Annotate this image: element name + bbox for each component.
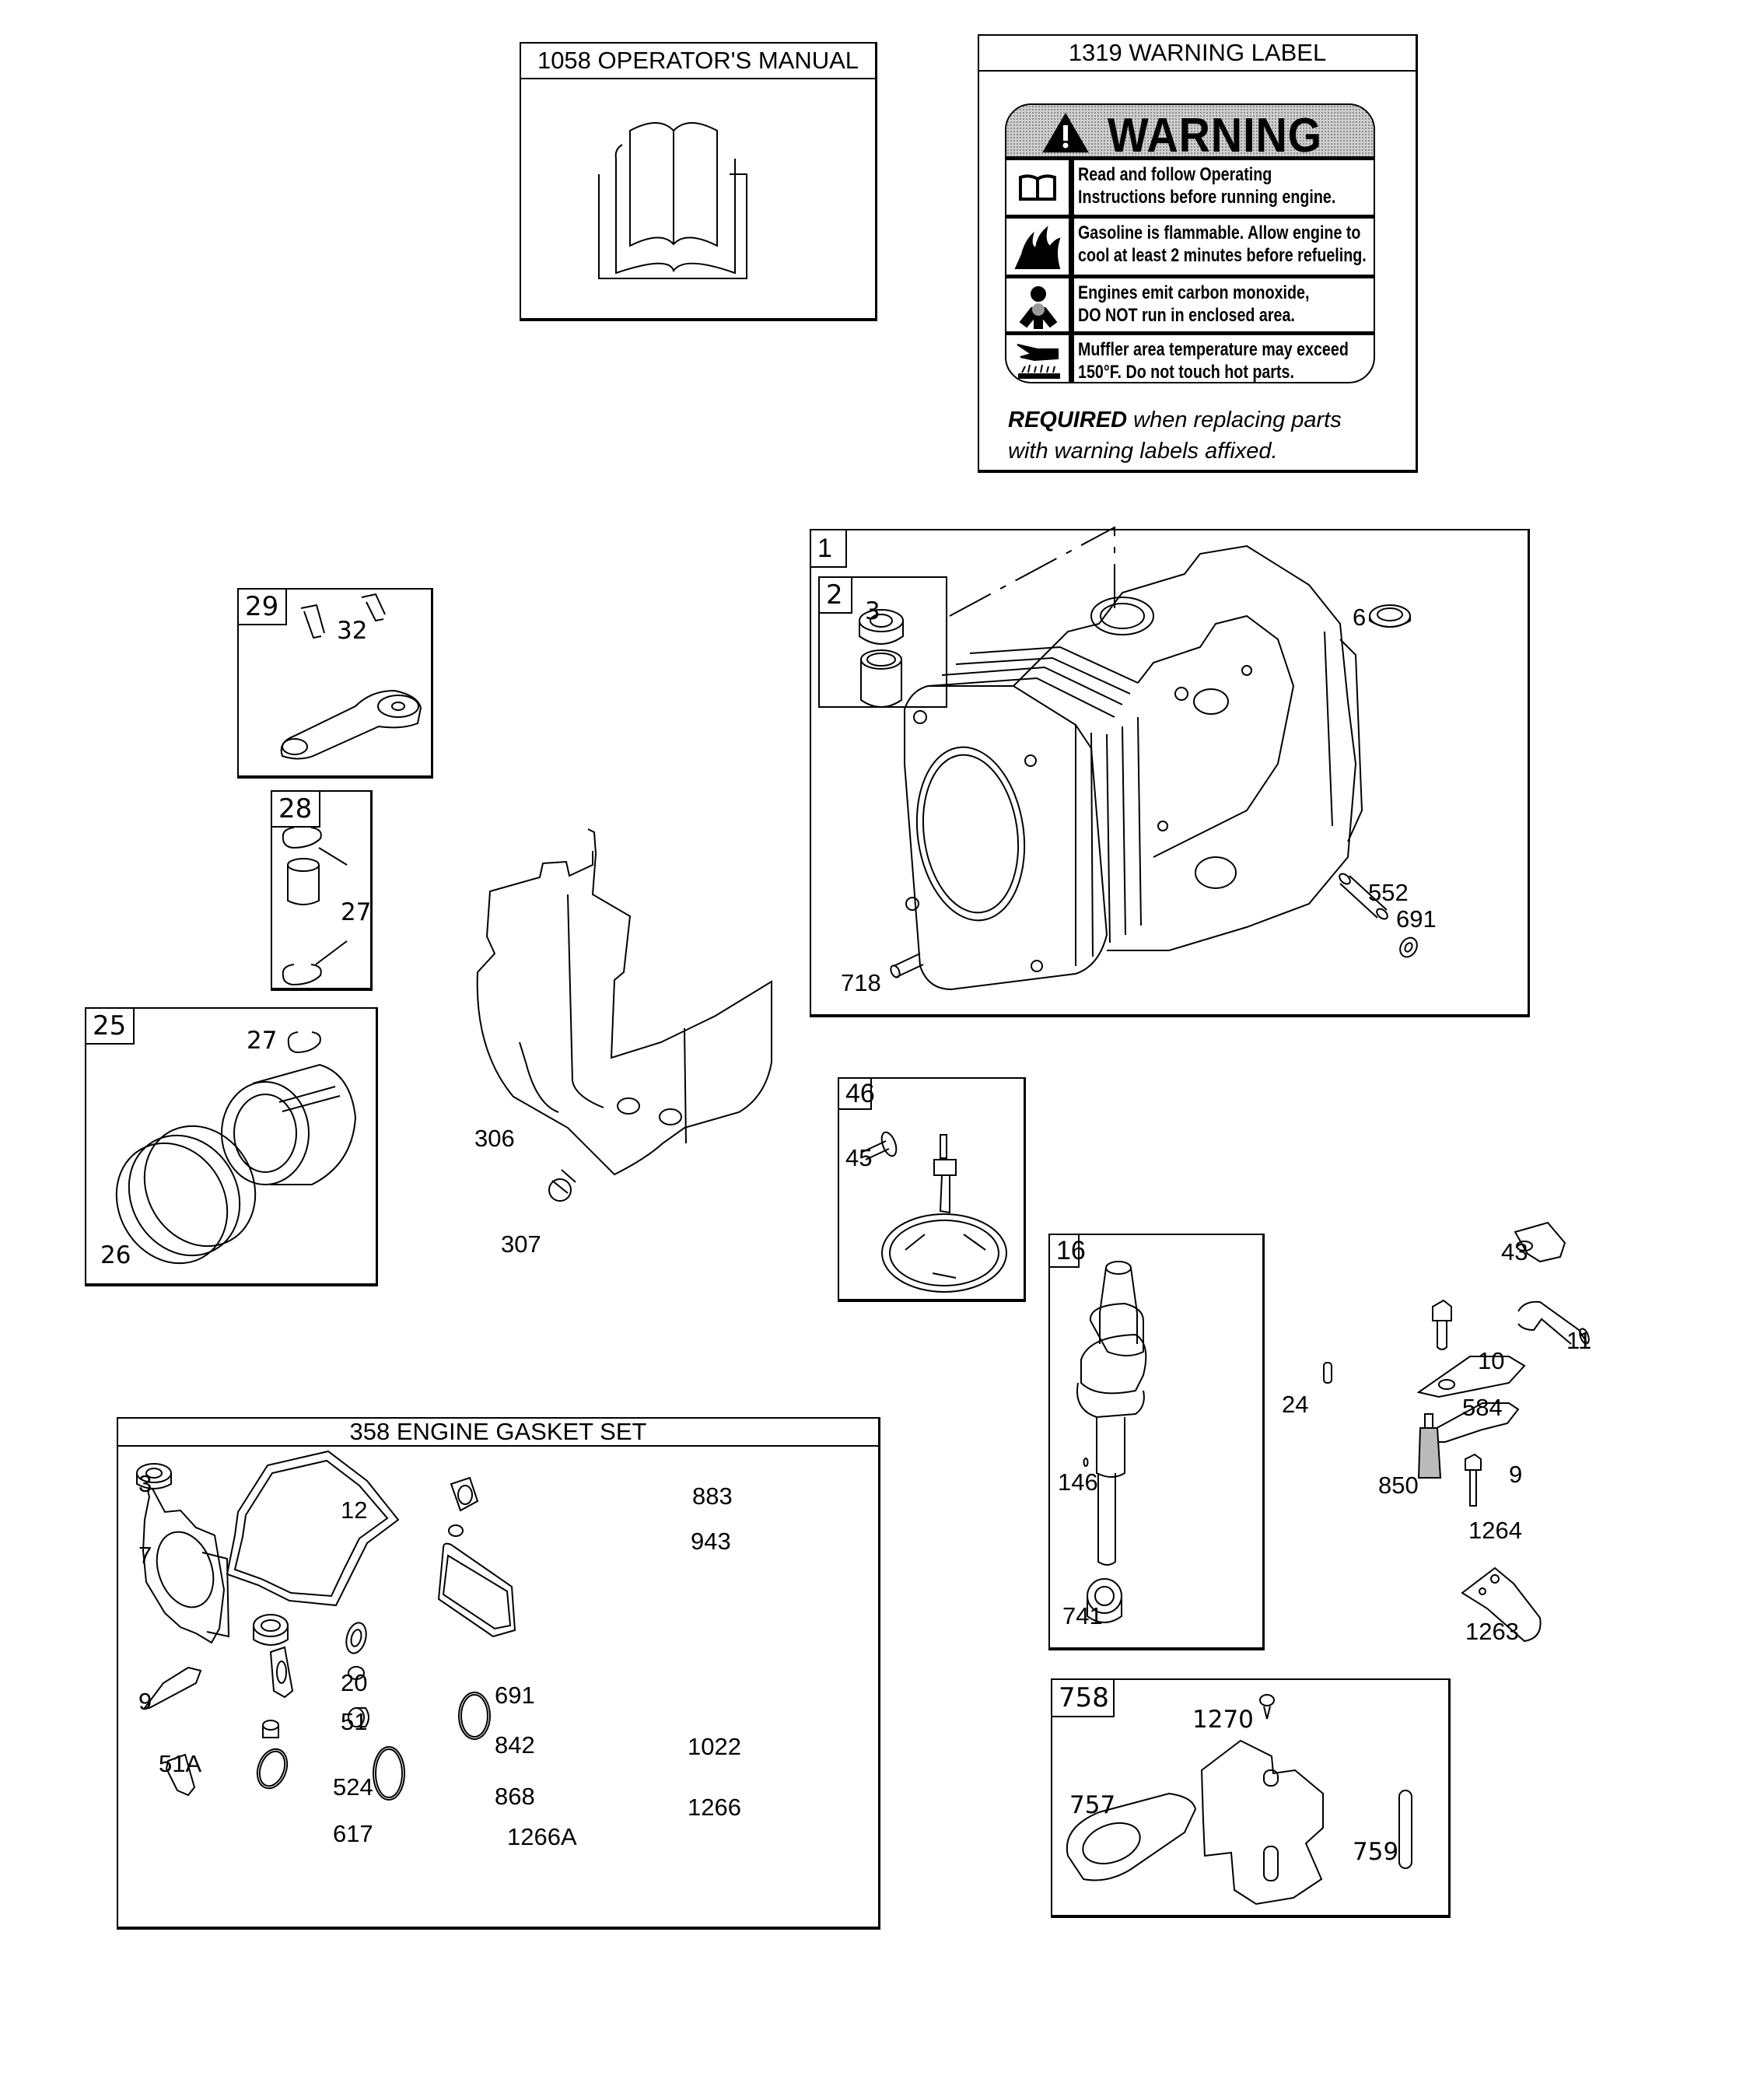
hot-surface-hand-icon — [1017, 344, 1060, 379]
camshaft-tag: 46 — [839, 1079, 875, 1110]
part-label[interactable]: 584 — [1462, 1394, 1503, 1421]
part-label[interactable]: 850 — [1378, 1472, 1419, 1499]
part-label[interactable]: 524 — [333, 1773, 373, 1801]
part-label[interactable]: 51 — [341, 1708, 368, 1735]
operators-manual-title: 1058 OPERATOR'S MANUAL — [521, 44, 875, 79]
warning-text-line: DO NOT run in enclosed area. — [1078, 305, 1295, 326]
flame-icon — [1014, 226, 1061, 269]
part-label[interactable]: 32 — [337, 617, 368, 645]
warning-required-note: REQUIRED when replacing parts with warni… — [1008, 404, 1342, 467]
part-label[interactable]: 10 — [1478, 1347, 1505, 1374]
part-label[interactable]: 691 — [1396, 905, 1437, 933]
loose-right-parts-drawing — [1323, 1221, 1590, 1643]
bushing-assembly-tag: 2 — [820, 578, 852, 614]
piston-drawing — [115, 1031, 357, 1265]
piston-pin-box[interactable]: 28 27 — [271, 790, 373, 991]
operators-manual-box[interactable]: 1058 OPERATOR'S MANUAL — [520, 42, 877, 321]
part-label[interactable]: 1022 — [688, 1733, 741, 1760]
camshaft-box[interactable]: 46 45 — [838, 1077, 1026, 1302]
part-label[interactable]: 617 — [333, 1820, 373, 1847]
part-label[interactable]: 3 — [865, 597, 880, 625]
camshaft-drawing — [862, 1131, 1007, 1293]
part-label[interactable]: 26 — [100, 1241, 131, 1269]
part-label[interactable]: 51A — [159, 1750, 202, 1777]
warning-text-line: Engines emit carbon monoxide, — [1078, 282, 1310, 303]
crankcase-guard-drawing — [476, 828, 772, 1202]
part-label[interactable]: 45 — [845, 1144, 873, 1171]
part-label[interactable]: 741 — [1062, 1602, 1103, 1629]
part-label[interactable]: 759 — [1353, 1838, 1399, 1866]
warning-text-line: Muffler area temperature may exceed — [1078, 339, 1349, 360]
fumes-person-icon — [1019, 286, 1058, 329]
required-line-2: with warning labels affixed. — [1008, 439, 1278, 464]
part-label[interactable]: 1263 — [1465, 1618, 1519, 1645]
engine-gasket-set-title: 358 ENGINE GASKET SET — [118, 1419, 878, 1447]
part-label[interactable]: 24 — [1282, 1391, 1309, 1418]
piston-box[interactable]: 25 27 26 — [85, 1007, 378, 1286]
piston-pin-drawing — [282, 827, 348, 986]
part-label[interactable]: 868 — [495, 1783, 535, 1810]
part-label[interactable]: 883 — [692, 1482, 733, 1510]
warning-label-box[interactable]: 1319 WARNING LABEL — [978, 34, 1418, 473]
part-label[interactable]: 146 — [1058, 1468, 1098, 1496]
part-label[interactable]: 27 — [341, 898, 372, 926]
piston-pin-tag: 28 — [272, 792, 320, 828]
warning-text-line: Gasoline is flammable. Allow engine to — [1078, 222, 1361, 243]
part-label[interactable]: 43 — [1501, 1238, 1528, 1265]
bushing-assembly-box[interactable]: 2 3 — [818, 576, 947, 708]
part-label[interactable]: 12 — [341, 1496, 368, 1524]
crankshaft-drawing — [1076, 1261, 1147, 1623]
part-label[interactable]: 552 — [1368, 879, 1409, 906]
part-label[interactable]: 757 — [1069, 1791, 1116, 1819]
warning-sticker-header: WARNING — [1006, 105, 1374, 163]
part-label[interactable]: 691 — [495, 1682, 535, 1709]
warning-row: Engines emit carbon monoxide,DO NOT run … — [1006, 278, 1374, 335]
part-label[interactable]: 306 — [474, 1125, 515, 1152]
part-label[interactable]: 307 — [501, 1230, 541, 1258]
part-label[interactable]: 7 — [138, 1542, 152, 1569]
part-label[interactable]: 718 — [841, 969, 881, 996]
warning-heading: WARNING — [1108, 109, 1322, 163]
connecting-rod-box[interactable]: 29 32 — [237, 588, 433, 779]
warning-text-line: 150°F. Do not touch hot parts. — [1078, 362, 1294, 383]
part-label[interactable]: 1266 — [688, 1794, 741, 1821]
part-label[interactable]: 3 — [138, 1470, 152, 1497]
part-label[interactable]: 9 — [138, 1688, 152, 1715]
gasket-set-drawing — [136, 1450, 516, 1801]
oil-pump-drawing — [1066, 1694, 1412, 1906]
required-rest: when replacing parts — [1127, 408, 1342, 432]
part-label[interactable]: 943 — [691, 1528, 731, 1555]
alert-triangle-icon — [1042, 113, 1089, 152]
part-label[interactable]: 9 — [1509, 1461, 1523, 1488]
crankshaft-box[interactable]: 16 146 741 — [1048, 1234, 1265, 1650]
oil-pump-tag: 758 — [1052, 1680, 1115, 1717]
open-book-icon — [598, 122, 747, 279]
part-label[interactable]: 6 — [1353, 604, 1367, 631]
part-label[interactable]: 1270 — [1192, 1706, 1254, 1734]
cylinder-assembly-box[interactable]: 1 — [810, 526, 1530, 1017]
oil-pump-box[interactable]: 758 1270 757 759 — [1051, 1678, 1451, 1918]
cylinder-assembly-tag: 1 — [811, 530, 847, 568]
part-label[interactable]: 842 — [495, 1731, 535, 1759]
connecting-rod-drawing — [280, 593, 422, 760]
warning-text-line: Instructions before running engine. — [1078, 187, 1336, 208]
engine-gasket-set-box[interactable]: 358 ENGINE GASKET SET — [117, 1417, 880, 1930]
book-icon — [1019, 174, 1056, 201]
part-label[interactable]: 20 — [341, 1669, 368, 1696]
crankshaft-tag: 16 — [1050, 1235, 1086, 1268]
part-label[interactable]: 1266A — [507, 1823, 577, 1850]
required-bold: REQUIRED — [1008, 408, 1128, 432]
part-label[interactable]: 27 — [247, 1027, 278, 1055]
warning-text-line: Read and follow Operating — [1078, 164, 1272, 185]
connecting-rod-tag: 29 — [239, 590, 287, 625]
part-label[interactable]: 11 — [1566, 1327, 1592, 1354]
warning-text-line: cool at least 2 minutes before refueling… — [1078, 245, 1367, 266]
part-label[interactable]: 1264 — [1468, 1517, 1522, 1544]
warning-label-title: 1319 WARNING LABEL — [979, 36, 1416, 72]
piston-tag: 25 — [86, 1009, 135, 1045]
